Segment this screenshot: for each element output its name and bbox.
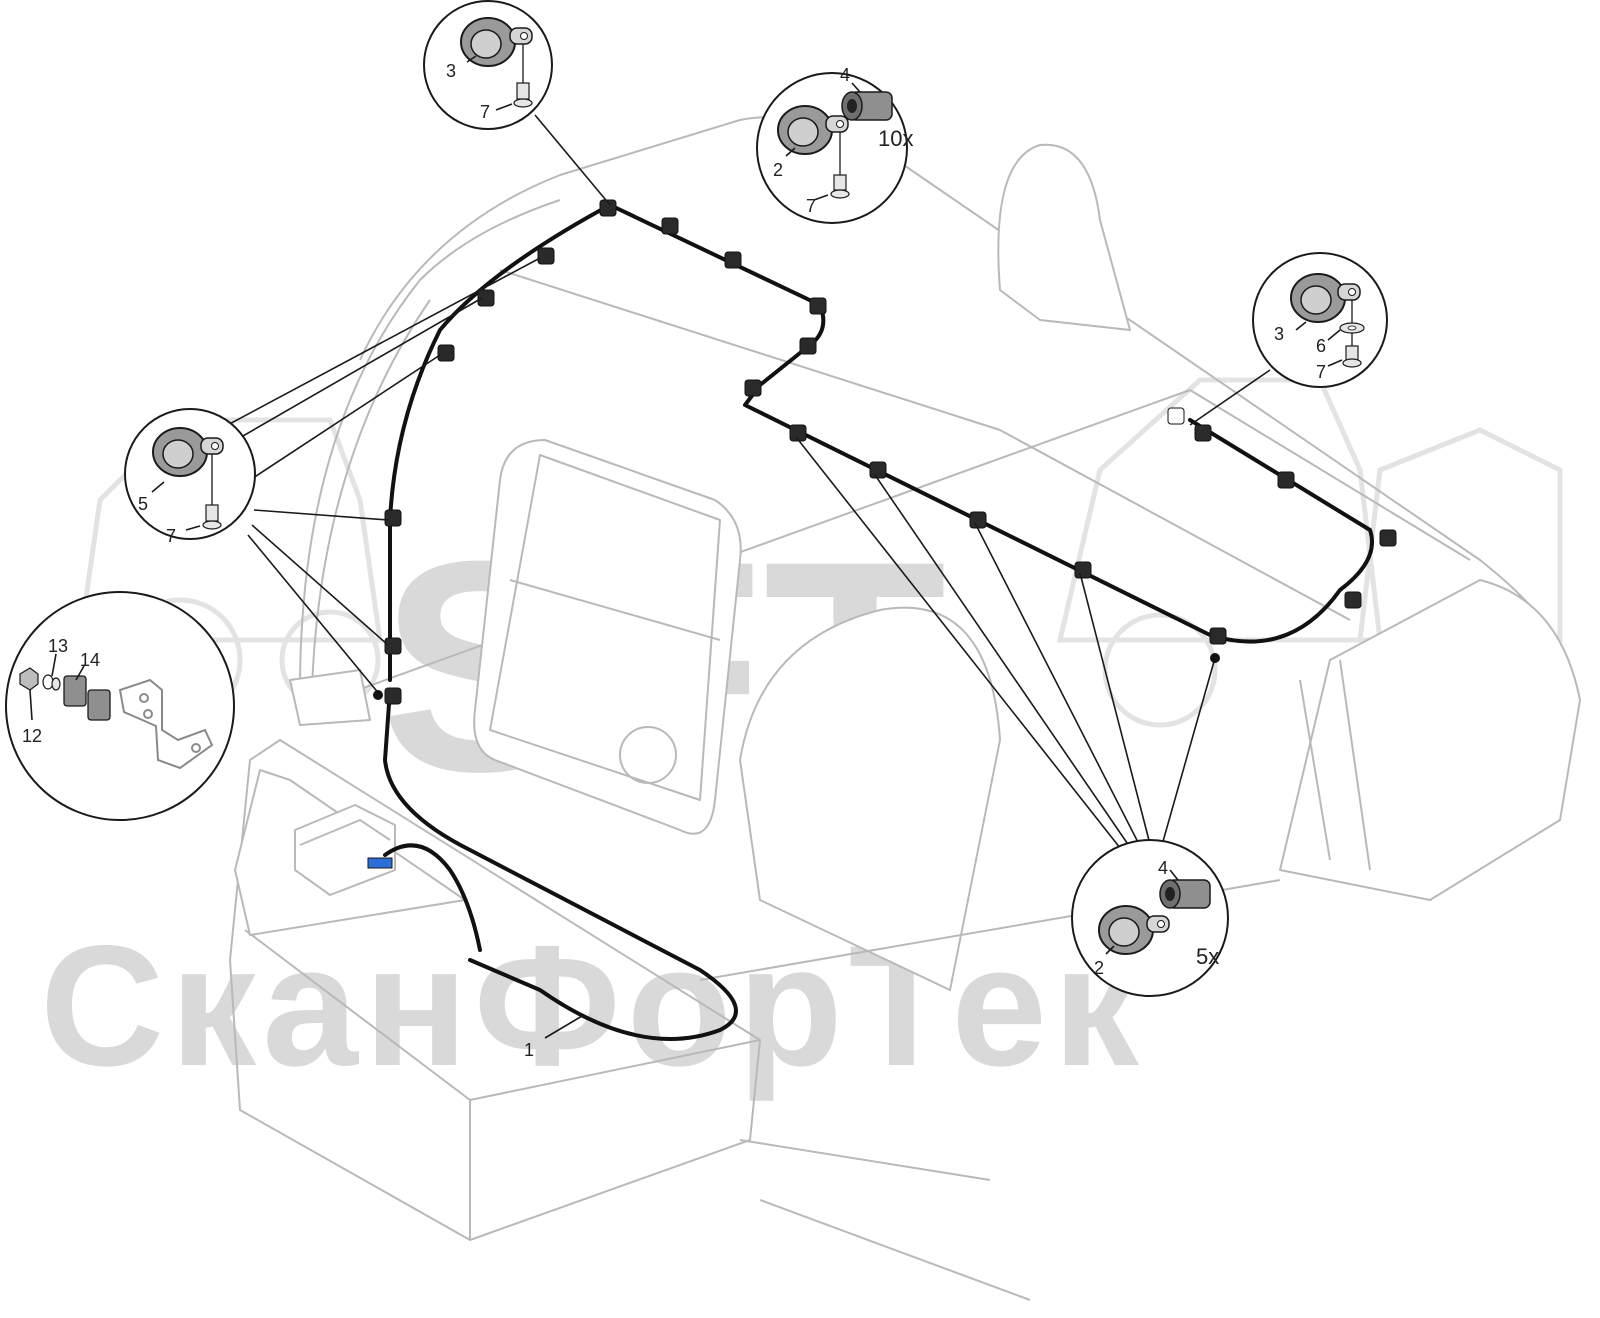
fuel-cap-outline — [619, 726, 677, 784]
detail-top-left: 3 7 — [423, 0, 553, 130]
clip-icon — [777, 105, 849, 155]
screw-icon — [830, 132, 850, 199]
screw-icon — [1342, 345, 1362, 368]
callout-label: 4 — [840, 65, 850, 85]
harness-clips — [384, 199, 1397, 705]
detail-bottom-right: 4 2 5x — [1071, 839, 1229, 997]
callout-label: 6 — [1316, 336, 1326, 356]
clip — [384, 637, 402, 655]
clip — [1379, 529, 1397, 547]
cable-callout: 1 — [524, 1015, 583, 1060]
sleeve-icon — [841, 91, 893, 121]
bracket-icon — [118, 678, 214, 770]
clip — [1209, 627, 1227, 645]
callout-label: 1 — [524, 1040, 534, 1060]
callout-label: 7 — [480, 102, 490, 122]
callout-label: 12 — [22, 726, 42, 746]
callout-label: 4 — [1158, 858, 1168, 878]
bolt-icon — [19, 667, 61, 691]
clip — [477, 289, 495, 307]
callout-label: 7 — [1316, 362, 1326, 382]
clip — [661, 217, 679, 235]
washer-icon — [1339, 300, 1365, 346]
clip-icon — [1098, 905, 1170, 955]
clip — [799, 337, 817, 355]
clip — [869, 461, 887, 479]
leader-lines — [221, 114, 1271, 859]
clip-icon — [152, 427, 224, 477]
connector-plug — [367, 857, 393, 869]
clip — [744, 379, 762, 397]
vehicle-body — [229, 116, 1581, 1301]
detail-left: 5 7 — [124, 408, 256, 546]
clip — [437, 344, 455, 362]
callout-label: 7 — [806, 196, 816, 216]
clip — [384, 509, 402, 527]
leader-dot — [1210, 653, 1220, 663]
clip — [1074, 561, 1092, 579]
detail-bracket: 13 14 12 — [5, 591, 235, 821]
clip — [789, 424, 807, 442]
leader-dot — [373, 690, 383, 700]
clip — [599, 199, 617, 217]
quantity-label: 10x — [878, 126, 913, 151]
cable-end-cap — [1167, 407, 1185, 425]
callout-label: 3 — [1274, 324, 1284, 344]
callout-label: 5 — [138, 494, 148, 514]
callout-label: 3 — [446, 61, 456, 81]
clip — [809, 297, 827, 315]
clip — [1194, 424, 1212, 442]
clip — [969, 511, 987, 529]
clip-icon — [460, 17, 533, 67]
clip — [724, 251, 742, 269]
watermark-text: СканФорТек — [40, 910, 1145, 1102]
clip-icon — [1290, 273, 1361, 323]
clip — [1344, 591, 1362, 609]
callout-label: 2 — [773, 160, 783, 180]
sleeve-icon — [1159, 879, 1211, 909]
clip — [1277, 471, 1295, 489]
callout-label: 13 — [48, 636, 68, 656]
detail-right: 3 6 7 — [1252, 252, 1388, 388]
callout-label: 2 — [1094, 958, 1104, 978]
quantity-label: 5x — [1196, 944, 1219, 969]
screw-icon — [202, 454, 222, 530]
callout-label: 14 — [80, 650, 100, 670]
clip — [537, 247, 555, 265]
clamp-block-icon — [63, 675, 111, 721]
callout-label: 7 — [166, 526, 176, 546]
detail-circle — [5, 591, 235, 821]
detail-top-center: 4 2 7 10x — [756, 65, 913, 224]
screw-icon — [513, 44, 533, 108]
clip — [384, 687, 402, 705]
